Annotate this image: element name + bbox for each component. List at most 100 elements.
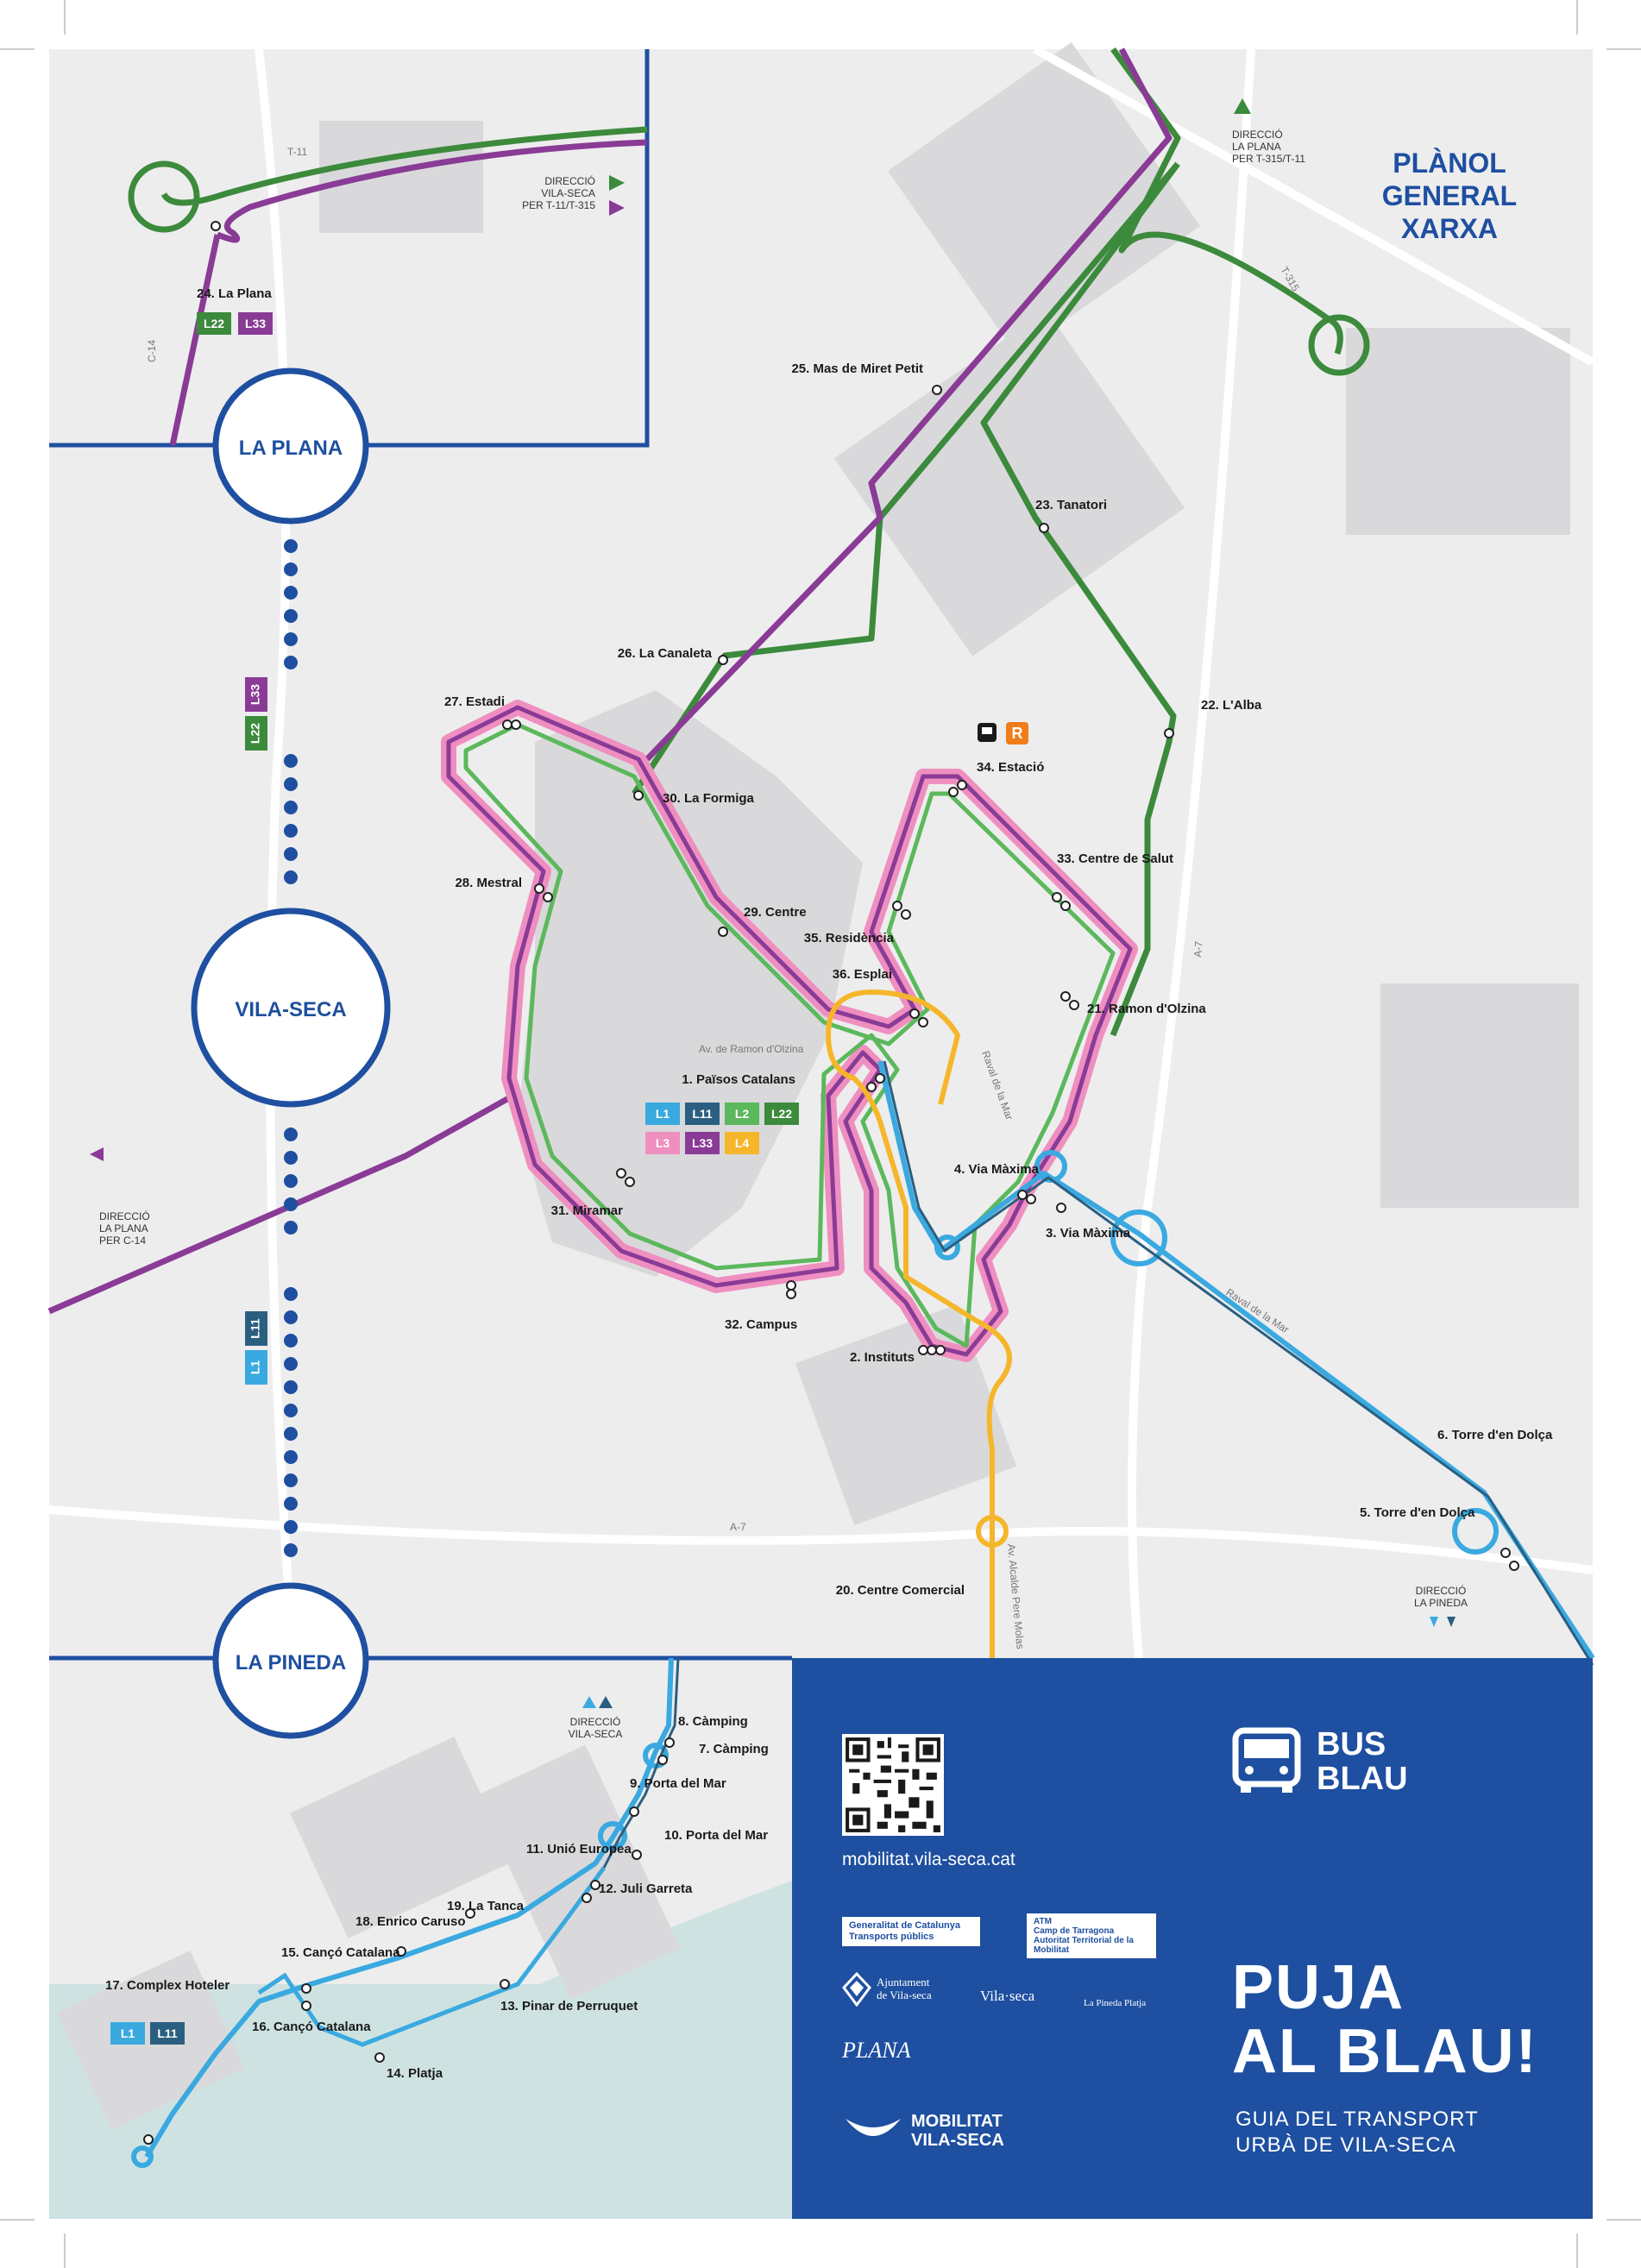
stop-10: 10. Porta del Mar [664,1828,768,1843]
svg-text:LA PINEDA: LA PINEDA [1414,1597,1468,1609]
station-icons: R [978,722,1028,744]
svg-text:L11: L11 [248,1318,262,1339]
atm-logo-line-2: Camp de Tarragona [1034,1926,1115,1936]
gencat-logo-line-1: Generalitat de Catalunya [849,1920,960,1931]
info-panel: mobilitat.vila-seca.cat Generalitat de C… [792,1658,1593,2219]
stop-27: 27. Estadi [444,694,505,709]
stop-13: 13. Pinar de Perruquet [500,1999,638,2014]
badges-la-plana-vila-seca: L33 L22 [245,677,267,751]
mobilitat-swoosh-icon [846,2119,901,2136]
direction-vila-seca-t11: DIRECCIÓ VILA-SECA PER T-11/T-315 [522,174,625,216]
stop-30: 30. La Formiga [663,791,755,806]
stop-18: 18. Enrico Caruso [355,1914,466,1929]
district-vila-seca[interactable]: VILA-SECA [191,908,391,1108]
stop-35: 35. Residència [804,931,895,946]
svg-text:PER T-11/T-315: PER T-11/T-315 [522,199,595,211]
stop-34: 34. Estació [977,760,1044,775]
stop-24: 24. La Plana [197,286,272,301]
district-connector [284,539,298,1557]
line-l33-loop [446,705,1133,1357]
svg-text:GENERAL: GENERAL [1382,180,1517,211]
district-la-plana-label: LA PLANA [239,437,343,460]
direction-vila-seca-bottom: DIRECCIÓ VILA-SECA [569,1696,622,1740]
city-blocks [57,41,1579,2130]
svg-text:L33: L33 [692,1136,713,1150]
gencat-logo: Generalitat de Catalunya Transports públ… [842,1917,980,1946]
stop-20: 20. Centre Comercial [836,1583,965,1598]
stop-17: 17. Complex Hoteler [105,1978,229,1993]
bus-blau-line-2: BLAU [1317,1761,1408,1797]
stop-36: 36. Esplai [833,967,892,982]
svg-text:L22: L22 [771,1107,792,1121]
line-l33 [47,47,1173,1315]
stop-21: 21. Ramon d'Olzina [1087,1002,1206,1016]
svg-text:DIRECCIÓ: DIRECCIÓ [1416,1584,1467,1597]
svg-text:A-7: A-7 [1191,940,1205,958]
svg-text:T-11: T-11 [287,146,307,158]
vilaseca-logo: Vila·seca [980,1988,1035,2004]
line-l4 [826,990,1012,1658]
ajuntament-line-1: Ajuntament [877,1976,930,1988]
stop-5: 5. Torre d'en Dolça [1360,1505,1475,1520]
svg-text:L4: L4 [735,1136,750,1150]
stop-14: 14. Platja [387,2066,443,2081]
svg-text:PER T-315/T-11: PER T-315/T-11 [1232,153,1305,165]
stop-23: 23. Tanatori [1035,498,1107,512]
guide-line-2: URBÀ DE VILA-SECA [1235,2133,1456,2157]
ajuntament-line-2: de Vila-seca [877,1988,932,2001]
guide-line-1: GUIA DEL TRANSPORT [1235,2108,1479,2131]
svg-text:L1: L1 [248,1360,262,1375]
map-title: PLÀNOL GENERAL XARXA [1382,148,1517,244]
la-pineda-logo: La Pineda Platja [1084,1998,1147,2008]
rail-icon [1006,722,1028,744]
district-vila-seca-label: VILA-SECA [235,998,346,1021]
svg-text:Av. de Ramon d'Olzina: Av. de Ramon d'Olzina [699,1043,804,1055]
district-la-pineda[interactable]: LA PINEDA [212,1582,369,1739]
ajuntament-emblem-icon [842,1972,871,2007]
highways [48,45,1595,1659]
stop-12: 12. Juli Garreta [599,1882,693,1896]
svg-text:XARXA: XARXA [1401,213,1498,244]
svg-text:L33: L33 [245,317,266,330]
line-l2 [463,722,1116,1348]
slogan-line-1: PUJA [1232,1953,1405,2022]
mobilitat-line-2: VILA-SECA [911,2131,1004,2150]
direction-la-plana-c14: DIRECCIÓ LA PLANA PER C-14 [90,1147,150,1247]
stop-markers [143,221,1519,2145]
bus-icon [1232,1727,1301,1793]
stop-32: 32. Campus [725,1317,797,1332]
stop-6: 6. Torre d'en Dolça [1437,1428,1553,1442]
atm-logo-line-1: ATM [1034,1917,1052,1926]
svg-text:PER C-14: PER C-14 [99,1235,146,1247]
svg-text:L33: L33 [248,684,262,705]
svg-text:DIRECCIÓ: DIRECCIÓ [544,174,595,187]
svg-text:L3: L3 [656,1136,670,1150]
qr-code[interactable] [842,1734,944,1836]
district-la-plana[interactable]: LA PLANA [212,368,369,525]
stop-25: 25. Mas de Miret Petit [791,361,923,376]
line-l1-pineda-loop [257,1866,607,2047]
badges-vila-seca-la-pineda: L11 L1 [245,1311,267,1385]
stop-9: 9. Porta del Mar [630,1776,726,1791]
stop-16: 16. Cançó Catalana [252,2020,371,2034]
plana-logo: PLANA [842,2038,911,2063]
complex-hoteler-line-badges: L1 L11 [110,2022,185,2045]
stop-19: 19. La Tanca [447,1899,525,1913]
hub-line-badges: L1 L11 L2 L22 L3 L33 L4 [645,1103,799,1154]
website-link[interactable]: mobilitat.vila-seca.cat [842,1850,1015,1869]
svg-text:L2: L2 [735,1107,750,1121]
stop-26: 26. La Canaleta [618,646,713,661]
svg-text:PLÀNOL: PLÀNOL [1393,148,1506,179]
svg-text:L1: L1 [121,2026,135,2040]
svg-text:VILA-SECA: VILA-SECA [541,187,595,199]
stop-8: 8. Càmping [678,1714,748,1729]
la-plana-line-badges: L22 L33 [197,312,273,335]
stop-3: 3. Via Màxima [1046,1226,1131,1241]
svg-text:L1: L1 [656,1107,670,1121]
guide-subtitle: GUIA DEL TRANSPORT URBÀ DE VILA-SECA [1235,2107,1479,2158]
district-la-pineda-label: LA PINEDA [236,1651,346,1674]
stop-33: 33. Centre de Salut [1057,851,1173,866]
stop-11: 11. Unió Europea [526,1842,632,1856]
line-l11 [602,1060,1594,1869]
